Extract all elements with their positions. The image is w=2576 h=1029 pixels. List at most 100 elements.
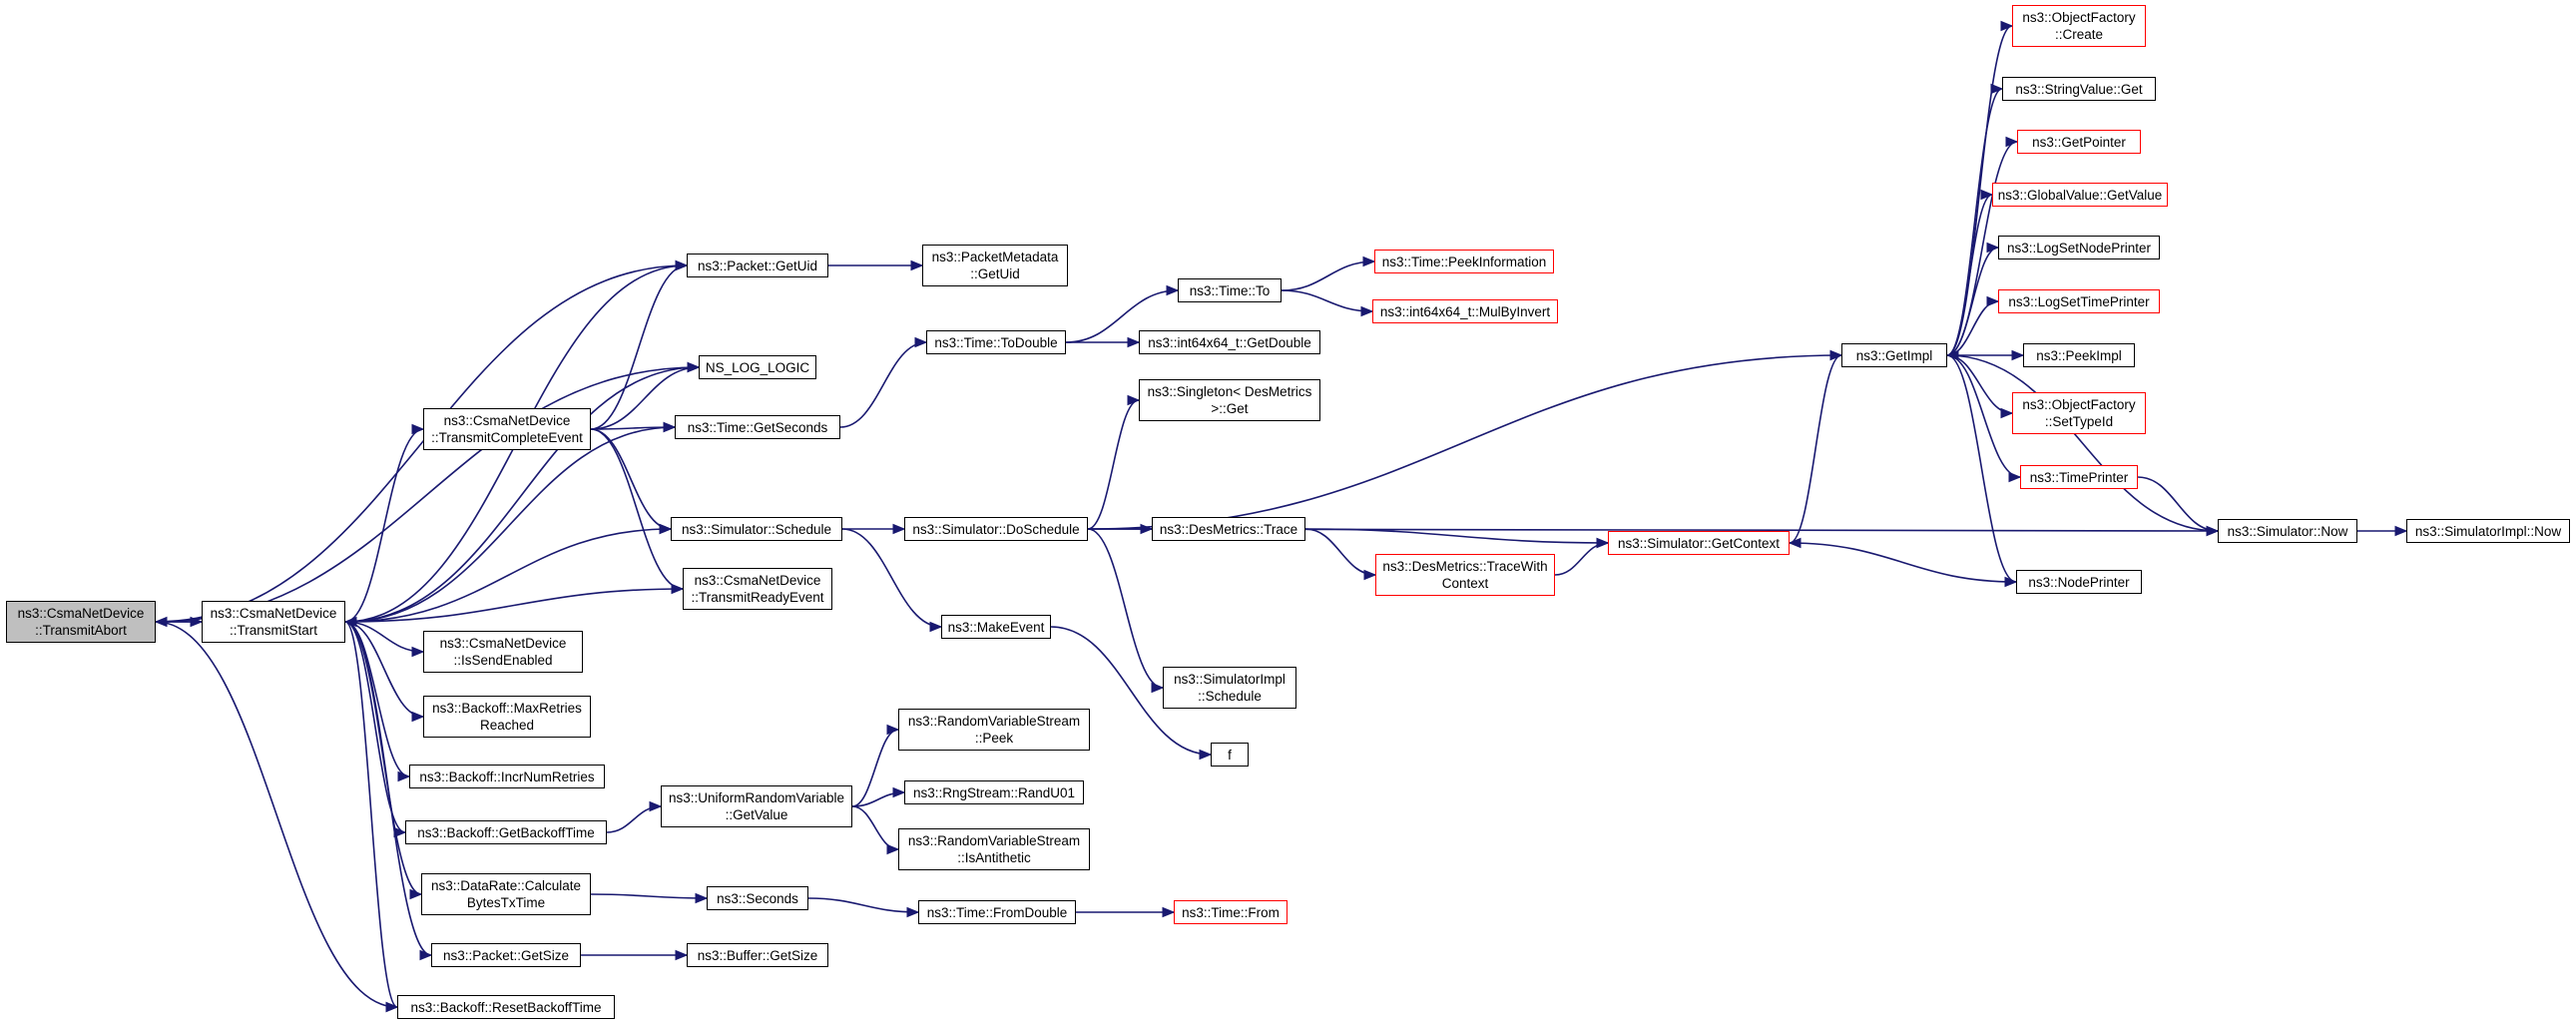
call-edge [344, 621, 433, 961]
function-node[interactable]: ns3::LogSetTimePrinter [1998, 289, 2160, 313]
call-edge [606, 800, 663, 833]
function-node[interactable]: ns3::ObjectFactory ::SetTypeId [2012, 392, 2146, 434]
call-edge [841, 523, 906, 535]
call-edge [839, 336, 928, 428]
function-node[interactable]: ns3::Backoff::ResetBackoffTime [397, 995, 615, 1019]
call-edge [590, 259, 689, 430]
call-edge [590, 892, 709, 904]
call-edge [851, 805, 900, 855]
call-edge [344, 621, 407, 838]
call-edge [1946, 242, 2000, 356]
call-edge [1065, 284, 1180, 343]
function-node[interactable]: ns3::Time::To [1178, 278, 1282, 302]
call-edge [2357, 525, 2408, 537]
function-node[interactable]: ns3::PacketMetadata ::GetUid [922, 245, 1068, 286]
function-node[interactable]: ns3::Simulator::DoSchedule [904, 517, 1088, 541]
function-node[interactable]: ns3::RngStream::RandU01 [904, 780, 1084, 804]
call-edge [1281, 289, 1374, 317]
call-edge [1789, 349, 1843, 544]
function-node[interactable]: ns3::SimulatorImpl::Now [2406, 519, 2570, 543]
call-edge [851, 786, 906, 807]
function-node[interactable]: ns3::MakeEvent [941, 615, 1051, 639]
function-node[interactable]: ns3::Seconds [707, 886, 808, 910]
function-node[interactable]: ns3::LogSetNodePrinter [1998, 236, 2160, 259]
function-node[interactable]: ns3::Time::PeekInformation [1374, 250, 1554, 273]
function-node[interactable]: ns3::int64x64_t::MulByInvert [1372, 299, 1558, 323]
call-edge [1788, 537, 2017, 583]
function-node[interactable]: ns3::Time::From [1174, 900, 1288, 924]
call-edge [1946, 354, 2022, 483]
function-node[interactable]: ns3::CsmaNetDevice ::TransmitCompleteEve… [423, 408, 591, 450]
call-edge [1075, 906, 1176, 918]
call-edge [1554, 537, 1610, 576]
function-node[interactable]: ns3::Backoff::GetBackoffTime [405, 820, 607, 844]
call-edge [1281, 256, 1376, 291]
call-edge [851, 724, 900, 807]
call-edge [1946, 354, 2018, 588]
function-node[interactable]: ns3::Time::FromDouble [918, 900, 1076, 924]
call-edge [590, 361, 701, 430]
function-node[interactable]: ns3::GetImpl [1841, 343, 1947, 367]
function-node[interactable]: ns3::TimePrinter [2020, 465, 2138, 489]
call-edge [1087, 349, 1843, 530]
call-edge [2137, 476, 2220, 537]
function-node[interactable]: ns3::Packet::GetSize [431, 943, 581, 967]
call-edge [1087, 394, 1141, 530]
call-edge [1087, 528, 1165, 694]
function-node[interactable]: ns3::Singleton< DesMetrics >::Get [1139, 379, 1320, 421]
call-edge [1066, 336, 1141, 348]
call-edge [1946, 189, 1994, 356]
function-node[interactable]: ns3::DesMetrics::Trace [1152, 517, 1305, 541]
function-node[interactable]: ns3::int64x64_t::GetDouble [1139, 330, 1320, 354]
function-node[interactable]: ns3::Backoff::IncrNumRetries [409, 765, 605, 788]
call-edge [828, 259, 924, 271]
call-edge [155, 621, 399, 1013]
call-edge [807, 897, 920, 918]
call-edge [344, 361, 701, 623]
function-node[interactable]: ns3::Simulator::Schedule [671, 517, 842, 541]
call-edge [590, 428, 685, 595]
call-edge [1050, 626, 1213, 761]
function-node[interactable]: ns3::RandomVariableStream ::IsAntithetic [898, 828, 1090, 870]
call-edge [590, 421, 677, 433]
call-edge [1304, 528, 1377, 581]
call-edge [841, 528, 943, 633]
call-edge [344, 621, 399, 1013]
call-edge [343, 588, 684, 628]
call-edge [344, 523, 673, 623]
function-node[interactable]: ns3::UniformRandomVariable ::GetValue [661, 785, 852, 827]
function-node[interactable]: ns3::DataRate::Calculate BytesTxTime [421, 873, 591, 915]
function-node[interactable]: ns3::Buffer::GetSize [687, 943, 828, 967]
function-node[interactable]: ns3::GetPointer [2017, 130, 2141, 154]
call-edge [154, 616, 203, 628]
function-node[interactable]: ns3::CsmaNetDevice ::IsSendEnabled [423, 631, 583, 673]
function-node[interactable]: f [1211, 743, 1249, 767]
function-node[interactable]: ns3::PeekImpl [2023, 343, 2135, 367]
call-edge [344, 621, 423, 900]
function-node[interactable]: NS_LOG_LOGIC [699, 355, 816, 379]
call-edge [1304, 528, 1610, 549]
function-node[interactable]: ns3::CsmaNetDevice ::TransmitReadyEvent [683, 568, 832, 610]
function-node[interactable]: ns3::StringValue::Get [2002, 77, 2156, 101]
function-node[interactable]: ns3::Time::GetSeconds [675, 415, 840, 439]
function-node[interactable]: ns3::Time::ToDouble [926, 330, 1066, 354]
function-node[interactable]: ns3::Simulator::GetContext [1608, 531, 1790, 555]
function-node[interactable]: ns3::Backoff::MaxRetries Reached [423, 696, 591, 738]
call-edge [155, 259, 689, 623]
function-node[interactable]: ns3::NodePrinter [2016, 570, 2142, 594]
call-edge [580, 949, 689, 961]
function-node[interactable]: ns3::CsmaNetDevice ::TransmitStart [202, 601, 345, 643]
function-node[interactable]: ns3::Simulator::Now [2218, 519, 2357, 543]
function-node[interactable]: ns3::Packet::GetUid [687, 254, 828, 277]
function-node[interactable]: ns3::RandomVariableStream ::Peek [898, 709, 1090, 751]
function-node[interactable]: ns3::DesMetrics::TraceWith Context [1375, 554, 1555, 596]
function-node[interactable]: ns3::ObjectFactory ::Create [2012, 5, 2146, 47]
function-node[interactable]: ns3::CsmaNetDevice ::TransmitAbort [6, 601, 156, 643]
call-edge [344, 423, 425, 623]
function-node[interactable]: ns3::SimulatorImpl ::Schedule [1163, 667, 1296, 709]
call-edge [1946, 83, 2004, 356]
function-node[interactable]: ns3::GlobalValue::GetValue [1992, 183, 2168, 207]
call-edge [1945, 349, 2219, 532]
